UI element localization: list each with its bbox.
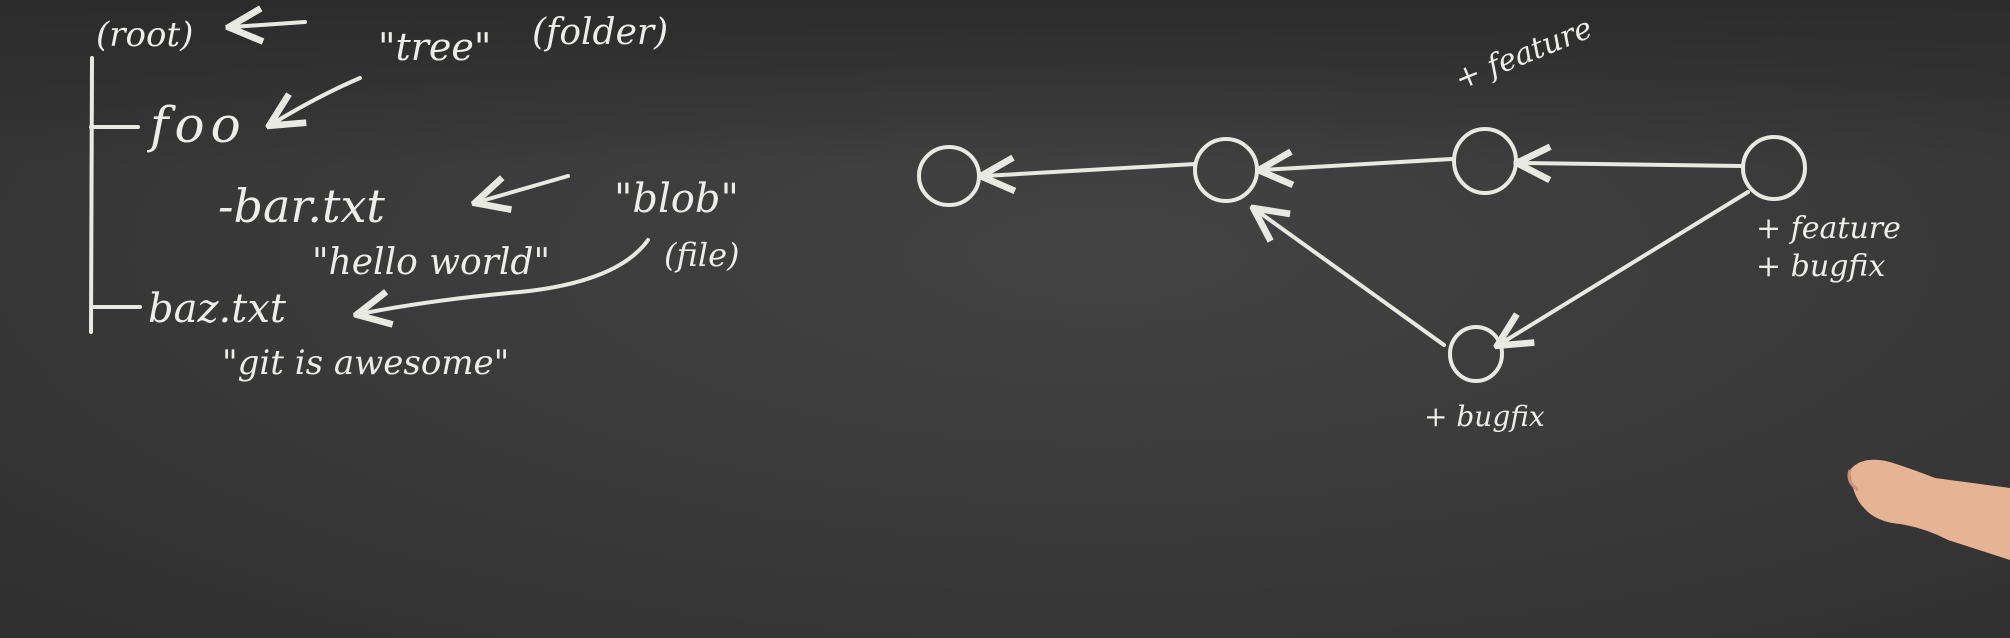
edge-merge-to-feature bbox=[1520, 163, 1744, 166]
merge-bugfix-label: + bugfix bbox=[1756, 249, 1885, 284]
tree-label: "tree" bbox=[378, 25, 491, 69]
commit-node-1 bbox=[917, 145, 981, 207]
hand-shape bbox=[1850, 459, 2010, 560]
root-label: (root) bbox=[96, 15, 193, 55]
edge-merge-to-bugfix bbox=[1500, 190, 1750, 344]
finger-line bbox=[1847, 469, 1859, 492]
edge-2-to-1 bbox=[984, 164, 1197, 176]
commit-node-merge bbox=[1741, 135, 1807, 201]
tree-trunk-line bbox=[89, 56, 94, 334]
commit-graph: + feature + bugfix + feature + bugfix bbox=[917, 11, 1901, 433]
bar-label: -bar.txt bbox=[218, 179, 385, 233]
bar-content: "hello world" bbox=[312, 242, 550, 283]
blob-label: "blob" bbox=[614, 176, 739, 222]
presenter-hand bbox=[1847, 459, 2010, 560]
file-label: (file) bbox=[664, 236, 739, 274]
commit-node-feature bbox=[1452, 127, 1518, 195]
tree-diagram: (root) "tree" (folder) foo -bar.txt "hel… bbox=[89, 12, 739, 383]
baz-label: baz.txt bbox=[148, 286, 287, 332]
bugfix-label: + bugfix bbox=[1424, 400, 1545, 433]
merge-feature-label: + feature bbox=[1756, 211, 1901, 246]
root-arrow bbox=[232, 22, 307, 27]
folder-label: (folder) bbox=[532, 12, 668, 53]
feature-label: + feature bbox=[1450, 11, 1597, 98]
baz-content: "git is awesome" bbox=[222, 343, 509, 383]
foo-label: foo bbox=[146, 96, 247, 154]
commit-node-bugfix bbox=[1448, 325, 1504, 383]
blob-to-baz-arrow bbox=[360, 238, 650, 314]
blob-to-bar-arrow bbox=[478, 174, 570, 202]
edge-bugfix-to-2 bbox=[1256, 210, 1446, 347]
edge-feature-to-2 bbox=[1262, 159, 1454, 170]
commit-node-2 bbox=[1193, 137, 1259, 203]
tree-to-foo-arrow bbox=[272, 76, 362, 124]
